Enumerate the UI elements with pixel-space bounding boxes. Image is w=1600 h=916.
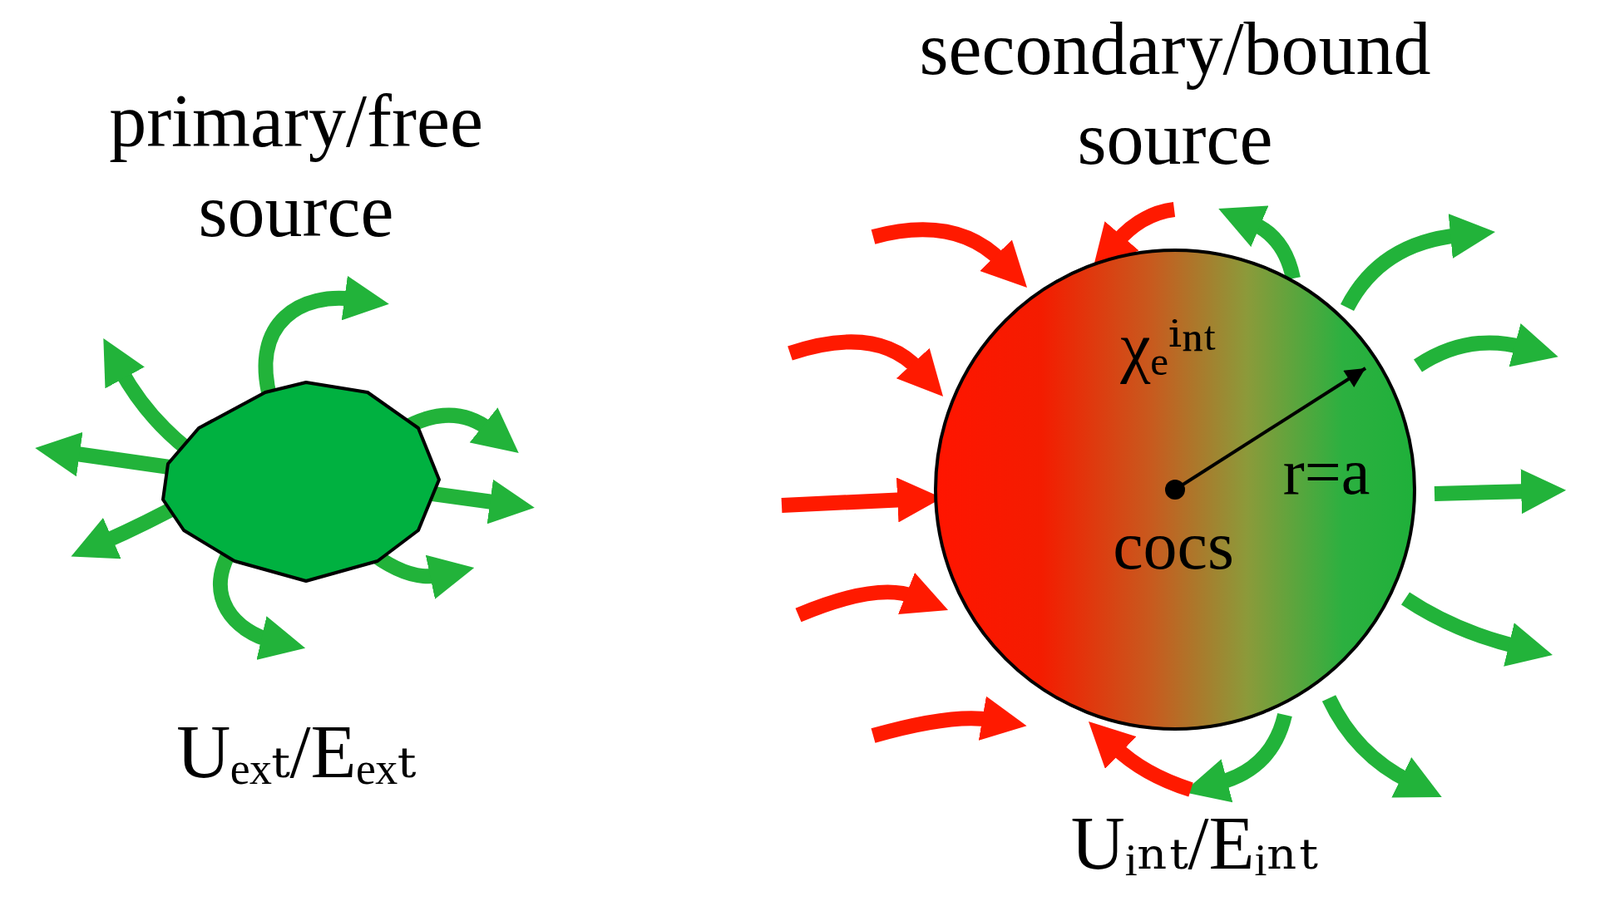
outgoing-arrow <box>1218 715 1285 784</box>
source-heading: secondary/bound source <box>883 4 1467 184</box>
outgoing-arrow <box>120 370 188 450</box>
center-label: cocs <box>1112 512 1235 581</box>
outgoing-arrow <box>1405 598 1518 647</box>
incoming-arrow <box>873 718 992 736</box>
field-label: Uᵢₙₜ/Eᵢₙₜ <box>1071 799 1319 889</box>
incoming-arrow <box>873 229 1003 262</box>
field-label: Uₑₓₜ/Eₑₓₜ <box>176 707 416 798</box>
incoming-arrow <box>790 341 919 371</box>
incoming-arrow <box>798 592 915 616</box>
radius-label: r=a <box>1283 439 1371 505</box>
outgoing-arrow <box>1417 342 1524 366</box>
susceptibility-label: χₑⁱⁿᵗ <box>1120 312 1216 381</box>
incoming-arrow <box>1116 209 1175 243</box>
incoming-arrow <box>781 499 907 506</box>
outgoing-arrow <box>1328 698 1410 782</box>
incoming-arrow <box>1114 746 1191 791</box>
outgoing-arrow <box>1434 491 1531 494</box>
source-heading: primary/free source <box>63 76 529 257</box>
primary-source: primary/free sourceUₑₓₜ/Eₑₓₜ <box>0 66 599 815</box>
outgoing-arrow <box>1347 235 1460 308</box>
secondary-source: secondary/bound source χₑⁱⁿᵗ r=a cocsUᵢₙₜ/E… <box>781 0 1597 915</box>
